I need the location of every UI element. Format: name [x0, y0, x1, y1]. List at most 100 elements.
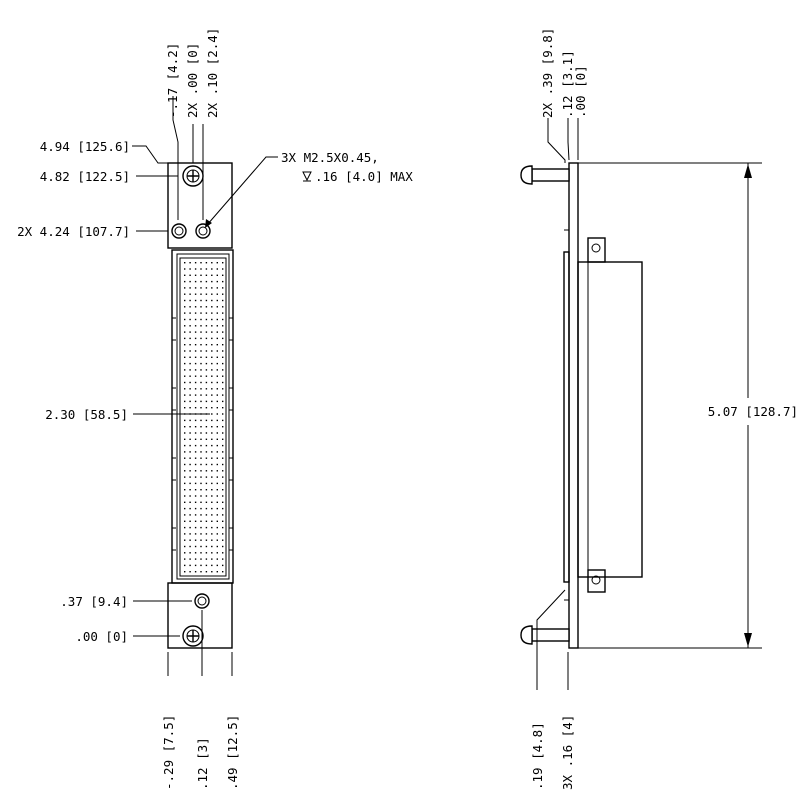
connector-pin	[222, 501, 224, 503]
connector-pin	[184, 571, 186, 573]
connector-pin	[184, 287, 186, 289]
connector-pin	[184, 558, 186, 560]
connector-pin	[189, 312, 191, 314]
connector-pin	[216, 388, 218, 390]
front-bottom-plate	[167, 582, 233, 649]
connector-pin	[194, 501, 197, 503]
connector-pin	[211, 350, 213, 352]
connector-pin	[194, 287, 197, 289]
connector-pin	[216, 407, 218, 409]
connector-pin	[222, 280, 224, 283]
connector-pin	[222, 350, 224, 352]
connector-pin	[216, 564, 218, 567]
connector-pin	[194, 520, 197, 522]
connector-pin	[222, 369, 224, 371]
connector-pin	[184, 306, 186, 308]
connector-pin	[222, 419, 224, 422]
connector-pin	[216, 558, 218, 560]
connector-pin	[211, 533, 213, 535]
connector-pin	[222, 438, 224, 440]
connector-pin	[194, 293, 197, 295]
connector-pin	[205, 381, 208, 384]
connector-pin	[222, 526, 224, 529]
connector-pin	[211, 369, 213, 371]
connector-pin	[194, 274, 197, 276]
connector-pin	[184, 501, 186, 503]
connector-pin	[211, 507, 213, 510]
connector-pin	[216, 280, 218, 283]
connector-pin	[184, 299, 186, 302]
connector-pin	[189, 539, 191, 541]
connector-pin	[200, 388, 202, 390]
ext-top-a	[172, 96, 179, 220]
connector-pin	[189, 552, 191, 554]
connector-pin	[189, 350, 191, 352]
connector-pin	[222, 520, 224, 522]
connector-pin	[222, 564, 224, 567]
side-ext-top-a	[547, 118, 566, 163]
connector-pin	[194, 545, 197, 548]
connector-pin	[184, 381, 186, 384]
connector-pin	[205, 375, 208, 377]
connector-pin	[189, 419, 191, 422]
connector-pin	[205, 495, 208, 497]
connector-pin	[222, 344, 224, 346]
connector-pin	[216, 306, 218, 308]
connector-pin	[205, 293, 208, 295]
connector-pin	[200, 331, 202, 333]
connector-pin	[211, 274, 213, 276]
connector-pin	[211, 495, 213, 497]
connector-pin	[211, 552, 213, 554]
connector-pin	[216, 539, 218, 541]
connector-pin	[184, 369, 186, 371]
connector-pin	[216, 444, 218, 447]
side-connector-body	[577, 261, 643, 578]
connector-pin	[184, 350, 186, 352]
connector-pin	[216, 495, 218, 497]
connector-pin	[194, 407, 197, 409]
connector-pin	[205, 362, 208, 365]
connector-pin	[222, 268, 224, 270]
connector-pin	[200, 444, 202, 447]
side-ear-top	[587, 237, 606, 263]
dim-bottom-a: -.29 [7.5]	[161, 715, 176, 790]
connector-pin	[184, 495, 186, 497]
connector-pin	[216, 514, 218, 516]
connector-pin	[216, 533, 218, 535]
connector-pin	[216, 520, 218, 522]
connector-pin	[211, 388, 213, 390]
connector-pin	[189, 558, 191, 560]
connector-pin	[205, 438, 208, 440]
connector-pin	[222, 489, 224, 491]
connector-pin	[189, 318, 191, 321]
connector-pin	[200, 299, 202, 302]
dim-top-c: 2X .10 [2.4]	[205, 28, 220, 118]
connector-pin	[205, 419, 208, 422]
connector-pin	[194, 470, 197, 472]
connector-pin	[222, 533, 224, 535]
connector-pin	[184, 325, 186, 327]
connector-pin	[194, 451, 197, 453]
connector-pin	[216, 350, 218, 352]
connector-pin	[211, 306, 213, 308]
connector-pin	[222, 507, 224, 510]
connector-pin	[189, 356, 191, 358]
connector-pin	[216, 438, 218, 440]
connector-pin	[200, 356, 202, 358]
connector-pin	[189, 451, 191, 453]
connector-pin	[216, 545, 218, 548]
connector-pin	[216, 362, 218, 365]
connector-pin	[211, 293, 213, 295]
front-top-plate	[167, 162, 233, 249]
connector-pin	[194, 463, 197, 466]
connector-pin	[211, 432, 213, 434]
connector-pin	[189, 287, 191, 289]
front-view: 4.94 [125.6] 4.82 [122.5] 2X 4.24 [107.7…	[17, 28, 413, 790]
connector-pin	[184, 375, 186, 377]
connector-pin	[211, 268, 213, 270]
connector-pin	[184, 520, 186, 522]
connector-pin	[189, 293, 191, 295]
connector-pin	[194, 444, 197, 447]
connector-pin	[200, 552, 202, 554]
connector-pin	[211, 489, 213, 491]
